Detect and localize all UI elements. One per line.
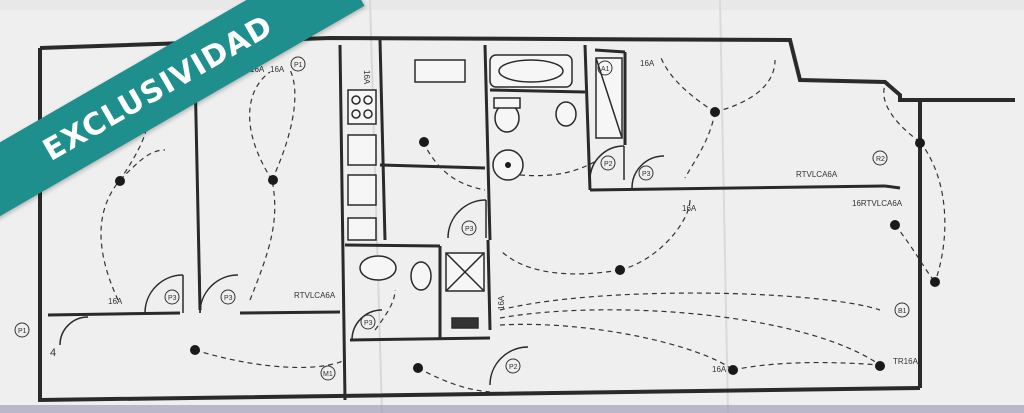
device-tags: P3 P3 P1 P3 P2 P3 P3 P2 A1 B1 M1 R2 P1 [14, 56, 910, 381]
appliance-box [347, 174, 377, 206]
socket-label: 16A [250, 65, 265, 74]
bathtub-basin [498, 59, 564, 83]
table-edge [0, 405, 1024, 413]
device-tag: A1 [601, 66, 610, 73]
appliance-box [347, 134, 377, 166]
tv-socket-label: RTVLCA6A [294, 291, 336, 300]
washbasin [555, 101, 577, 127]
tv-socket-label: RTVLCA6A [796, 170, 838, 179]
device-tag: P2 [604, 161, 613, 168]
light-points [115, 107, 940, 375]
device-tag: P1 [18, 328, 27, 335]
device-tag: R2 [876, 156, 885, 163]
room-number: 4 [50, 347, 56, 359]
device-tag: M1 [323, 371, 333, 378]
washbasin-small [359, 255, 397, 281]
socket-label: TR16A [893, 357, 919, 366]
cooktop [347, 89, 377, 125]
socket-label: 16A [712, 365, 727, 374]
interior-walls [47, 39, 901, 401]
fixtures [347, 54, 623, 329]
tv-socket-label: 16RTVLCA6A [852, 199, 903, 208]
paper-fold-line [719, 0, 729, 413]
socket-label: 16A [682, 204, 697, 213]
paper-fold-line [369, 0, 383, 413]
socket-label: 16A [640, 59, 655, 68]
device-tag: P3 [642, 171, 651, 178]
device-tag: P3 [465, 226, 474, 233]
device-tag: P1 [294, 62, 303, 69]
doors [59, 145, 665, 386]
socket-label: 16A [497, 295, 506, 310]
kitchen-sink [414, 59, 466, 83]
socket-label: 16A [270, 65, 285, 74]
device-tag: P3 [168, 295, 177, 302]
device-tag: P3 [224, 295, 233, 302]
toilet-small [410, 261, 432, 291]
device-tag: P2 [509, 364, 518, 371]
device-tag: B1 [898, 308, 907, 315]
socket-label: 16A [362, 70, 371, 85]
socket-label: 16A [108, 297, 123, 306]
appliance-box [347, 217, 377, 241]
device-tag: P3 [364, 320, 373, 327]
